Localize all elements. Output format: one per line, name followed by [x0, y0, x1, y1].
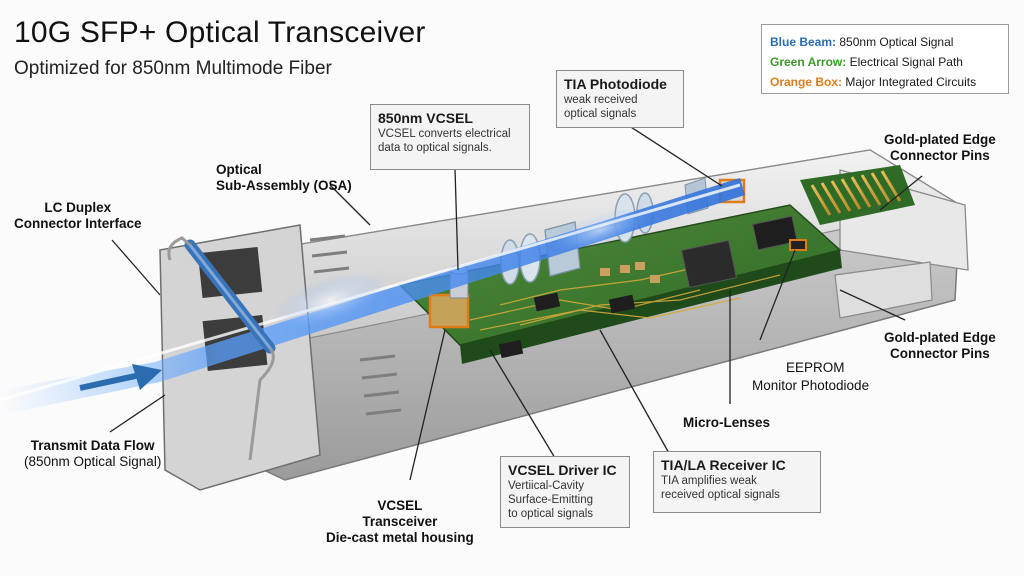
legend: Blue Beam: 850nm Optical Signal Green Ar…: [761, 24, 1009, 94]
page-title: 10G SFP+ Optical Transceiver: [14, 16, 426, 49]
legend-green-key: Green Arrow:: [770, 55, 847, 69]
transmit-label-2: (850nm Optical Signal): [24, 454, 162, 469]
tia-photodiode-callout: TIA Photodiode weak received optical sig…: [556, 70, 684, 128]
transmit-arrow: [79, 364, 162, 391]
optical-beam: [0, 178, 745, 415]
tia-callout-desc-1: weak received: [564, 94, 638, 106]
gold-bottom-2: Connector Pins: [890, 346, 990, 361]
tia-la-callout: TIA/LA Receiver IC TIA amplifies weak re…: [653, 451, 821, 513]
vcsel-driver-heading: VCSEL Driver IC: [508, 462, 617, 478]
monitor-photodiode-label: Monitor Photodiode: [752, 378, 870, 393]
vcsel-callout-desc-2: data to optical signals.: [378, 142, 492, 154]
eeprom-label: EEPROM: [786, 360, 845, 375]
vcsel-driver-callout: VCSEL Driver IC Vertiical-Cavity Surface…: [500, 456, 630, 528]
vcsel-transceiver-1: VCSEL: [377, 498, 423, 513]
osa-label-1: Optical: [216, 162, 262, 177]
gold-pins-top-label: Gold-plated Edge Connector Pins: [884, 132, 996, 164]
lc-duplex-latch: [167, 236, 276, 461]
gold-top-1: Gold-plated Edge: [884, 132, 996, 147]
vcsel-transceiver-3: Die-cast metal housing: [326, 530, 474, 545]
lc-duplex-label: LC Duplex Connector Interface: [14, 200, 142, 232]
leader-lines: [109, 119, 923, 481]
gold-pins-bottom-label: Gold-plated Edge Connector Pins: [884, 330, 996, 362]
tia-callout-heading: TIA Photodiode: [564, 76, 667, 92]
micro-lenses-label: Micro-Lenses: [683, 415, 771, 430]
tia-callout-desc-2: optical signals: [564, 108, 637, 120]
vcsel-transceiver-2: Transceiver: [362, 514, 438, 529]
gold-bottom-1: Gold-plated Edge: [884, 330, 996, 345]
pcb-board: [398, 178, 842, 364]
tia-la-desc-2: received optical signals: [661, 489, 780, 501]
legend-orange-text: Major Integrated Circuits: [845, 75, 977, 89]
legend-blue-text: 850nm Optical Signal: [839, 35, 954, 49]
tia-la-desc-1: TIA amplifies weak: [661, 475, 757, 487]
vcsel-transceiver-label: VCSEL Transceiver Die-cast metal housing: [326, 498, 474, 546]
legend-blue: Blue Beam: 850nm Optical Signal: [770, 32, 1000, 52]
legend-green: Green Arrow: Electrical Signal Path: [770, 52, 1000, 72]
tia-la-heading: TIA/LA Receiver IC: [661, 457, 786, 473]
osa-label-2: Sub-Assembly (OSA): [216, 178, 352, 193]
legend-green-text: Electrical Signal Path: [849, 55, 963, 69]
legend-blue-key: Blue Beam:: [770, 35, 837, 49]
vcsel-callout-heading: 850nm VCSEL: [378, 110, 473, 126]
vcsel-driver-desc-3: to optical signals: [508, 508, 594, 520]
legend-orange-key: Orange Box:: [770, 75, 843, 89]
vcsel-callout: 850nm VCSEL VCSEL converts electrical da…: [370, 104, 530, 170]
gold-top-2: Connector Pins: [890, 148, 990, 163]
osa-label: Optical Sub-Assembly (OSA): [216, 162, 352, 194]
page-subtitle: Optimized for 850nm Multimode Fiber: [14, 58, 332, 79]
lc-label-1: LC Duplex: [44, 200, 112, 215]
vcsel-driver-desc-1: Vertiical-Cavity: [508, 480, 585, 492]
vcsel-driver-desc-2: Surface-Emitting: [508, 494, 594, 506]
lc-label-2: Connector Interface: [14, 216, 142, 231]
transmit-label-1: Transmit Data Flow: [30, 438, 155, 453]
transmit-label: Transmit Data Flow (850nm Optical Signal…: [24, 438, 161, 470]
legend-orange: Orange Box: Major Integrated Circuits: [770, 72, 1000, 92]
vcsel-callout-desc-1: VCSEL converts electrical: [378, 128, 511, 140]
